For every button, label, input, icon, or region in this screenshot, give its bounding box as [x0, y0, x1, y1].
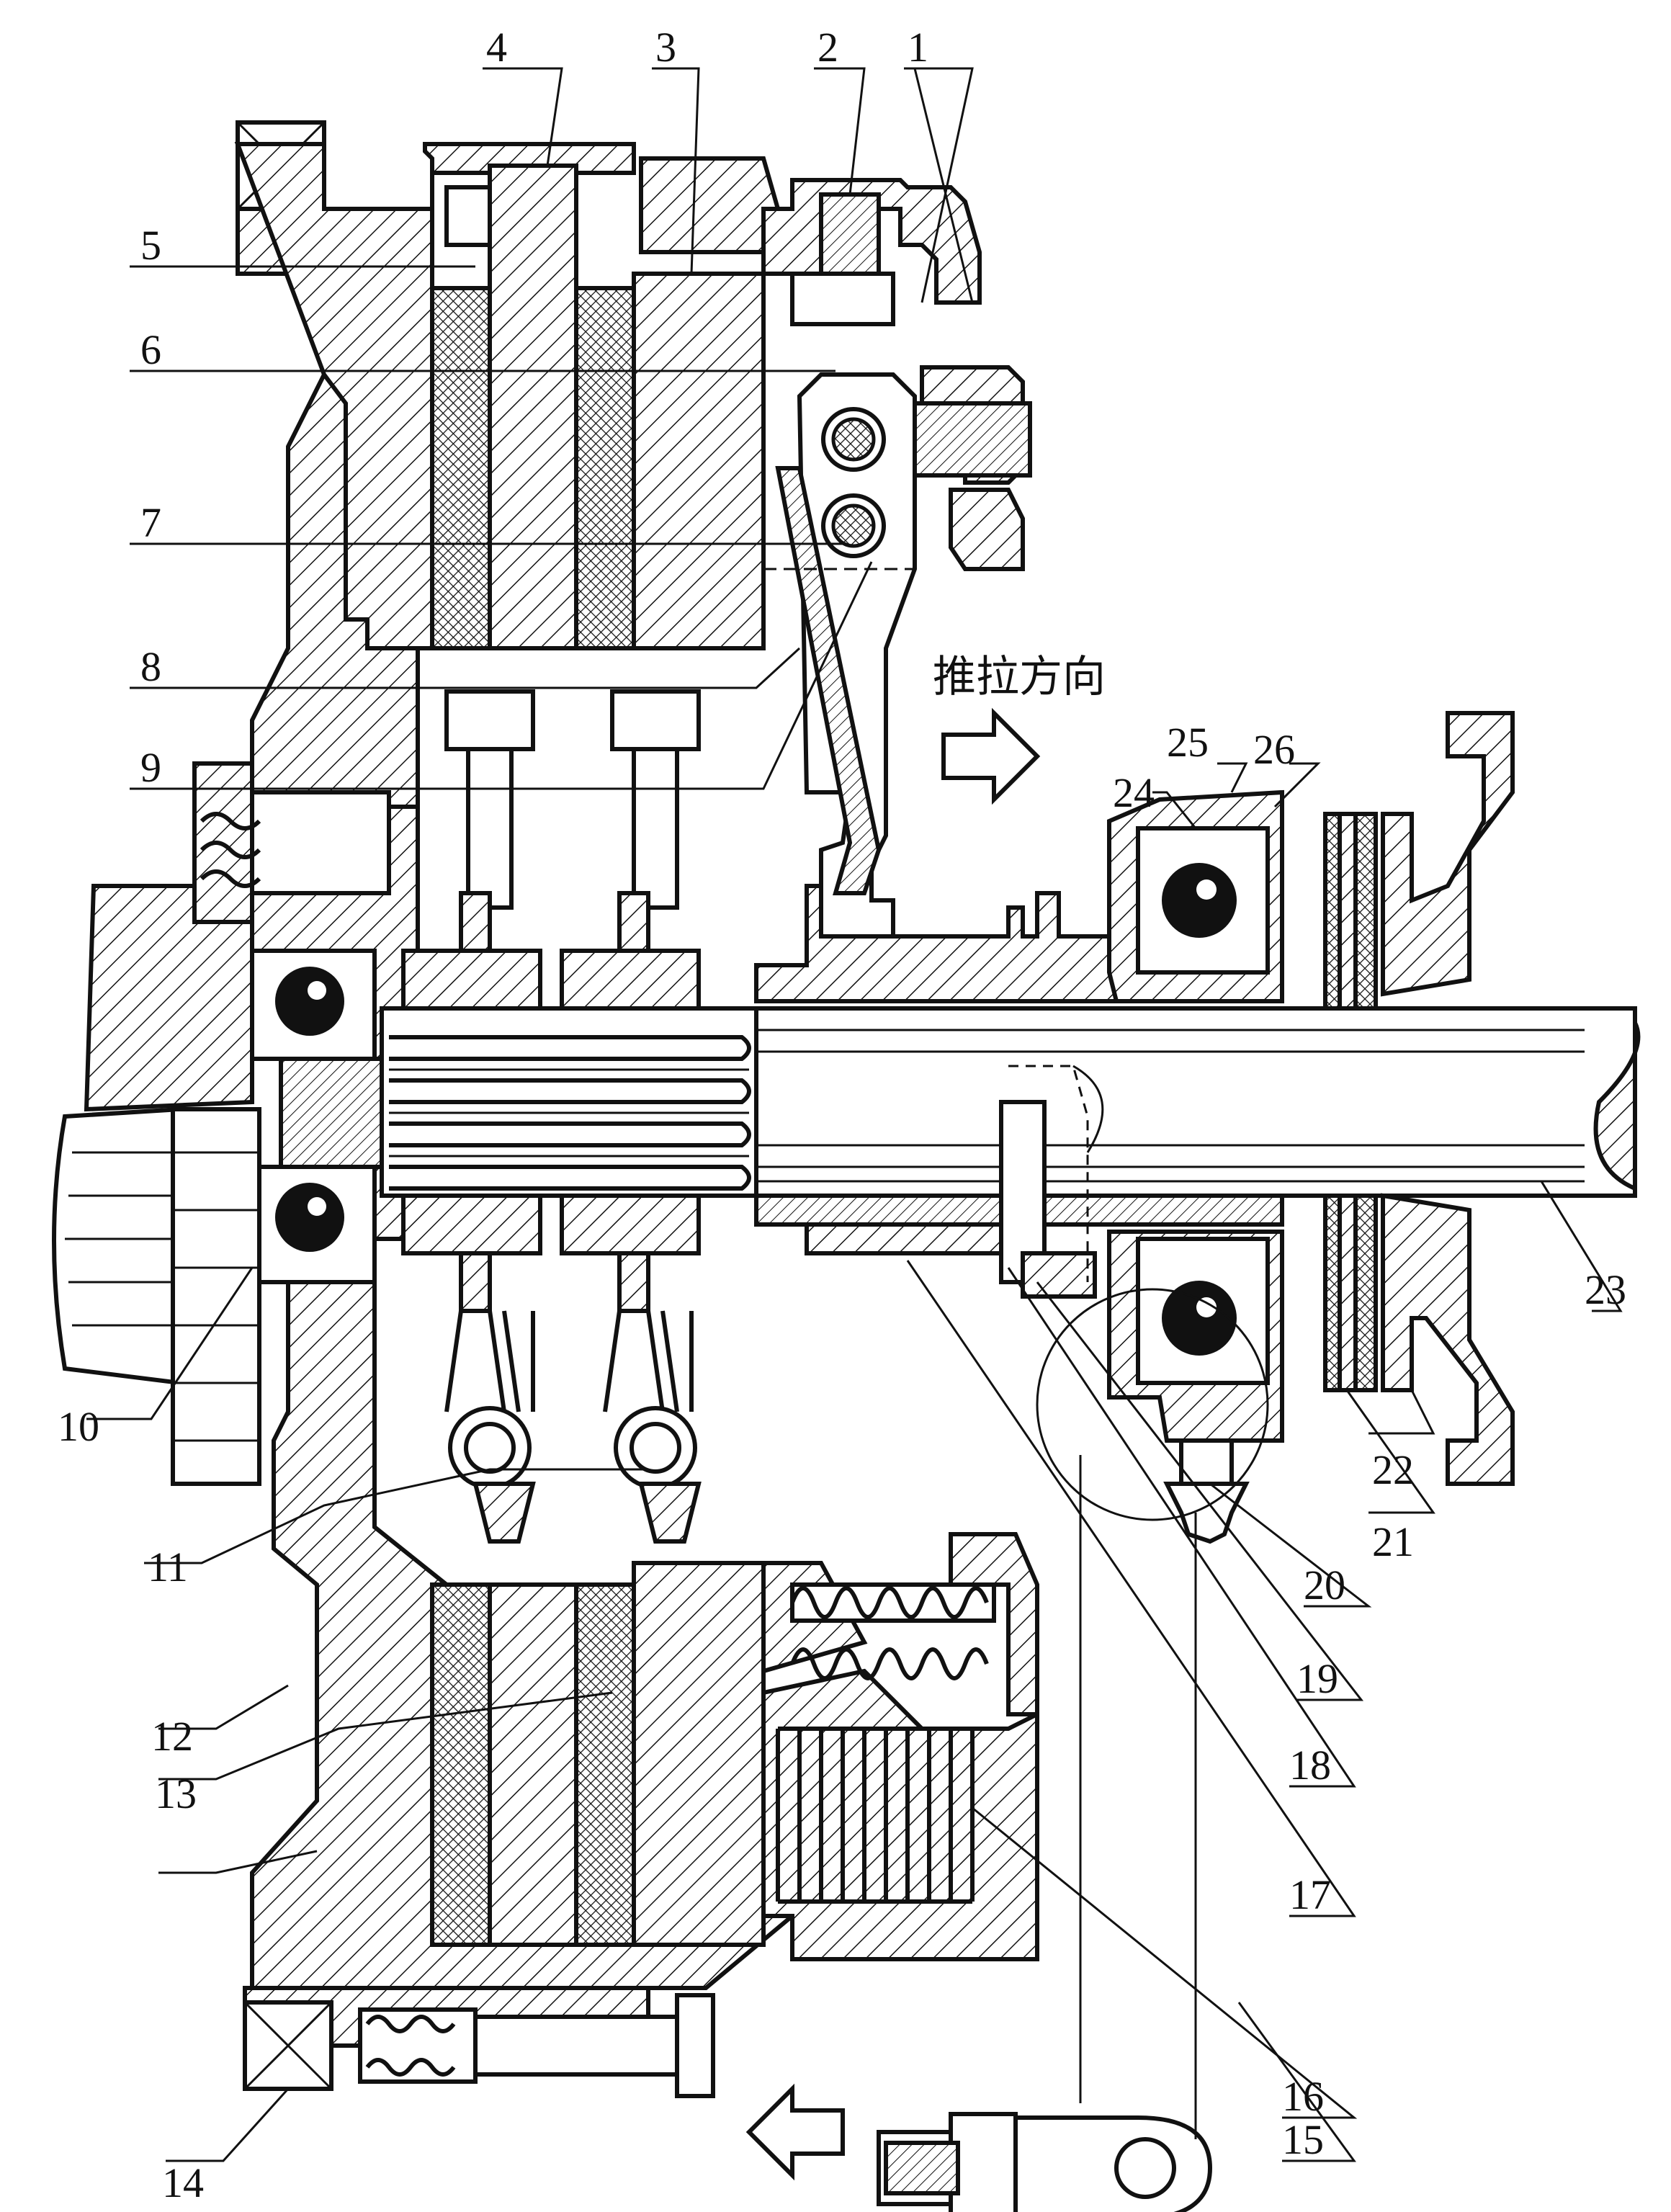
label-12: 12 [151, 1713, 193, 1760]
label-21: 21 [1372, 1518, 1414, 1565]
label-13: 13 [155, 1770, 197, 1817]
label-9: 9 [140, 744, 161, 791]
label-17: 17 [1289, 1871, 1331, 1918]
leader-lines [86, 67, 1623, 2162]
label-4: 4 [486, 24, 507, 71]
label-1: 1 [908, 24, 928, 71]
label-11: 11 [148, 1544, 188, 1590]
label-14: 14 [162, 2159, 204, 2206]
label-23: 23 [1585, 1266, 1626, 1313]
label-22: 22 [1372, 1446, 1414, 1493]
label-18: 18 [1289, 1742, 1331, 1788]
release-bearing-assembly [754, 789, 1284, 1544]
pull-direction-arrow-icon [745, 2083, 845, 2181]
push-pull-direction-label: 推拉方向 [933, 652, 1106, 702]
label-25: 25 [1167, 719, 1209, 766]
lower-bolt-and-link [358, 1455, 1213, 2212]
part-labels: 1 2 3 4 5 6 7 8 9 10 11 12 13 14 15 16 1… [58, 24, 1626, 2206]
brake-assembly [1323, 711, 1515, 1486]
label-2: 2 [817, 24, 838, 71]
label-20: 20 [1304, 1562, 1345, 1608]
label-10: 10 [58, 1403, 99, 1450]
direction-arrows: 推拉方向 [745, 652, 1106, 2181]
release-lever-assembly [761, 178, 1032, 939]
label-19: 19 [1296, 1655, 1338, 1702]
label-15: 15 [1282, 2116, 1324, 2163]
label-26: 26 [1253, 726, 1295, 773]
label-5: 5 [140, 222, 161, 269]
label-7: 7 [140, 499, 161, 546]
label-24: 24 [1113, 769, 1155, 816]
push-direction-arrow-icon [941, 707, 1041, 805]
pilot-bearings [52, 761, 391, 1486]
label-3: 3 [655, 24, 676, 71]
label-6: 6 [140, 326, 161, 373]
disc-hubs [401, 689, 702, 1544]
main-shaft [380, 1006, 1641, 1198]
label-16: 16 [1282, 2073, 1324, 2120]
clutch-springs [776, 1582, 996, 1904]
label-8: 8 [140, 643, 161, 690]
friction-discs-lower [430, 1532, 1039, 1961]
friction-discs-upper [430, 164, 766, 650]
